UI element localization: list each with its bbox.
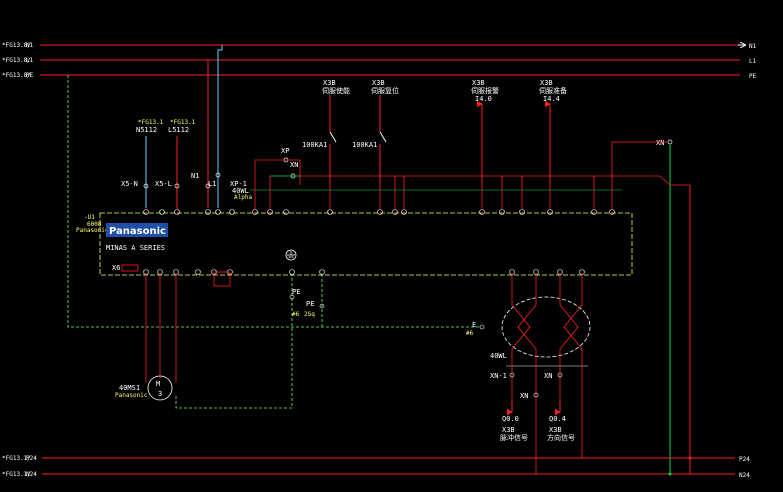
ground-icon [285,249,297,261]
rail-pe: *FG13.8/ PE PE [2,72,757,80]
rail-n1-label: N1 [26,42,34,49]
signal-enable-text: 伺服使能 [322,86,350,95]
rail-p24: *FG13.1/ P24 P24 [2,455,750,463]
rail-l1: *FG13.8/ L1 L1 [2,57,757,65]
terminal-xp1: XP-1 [230,180,247,188]
rail-pe-label: PE [26,72,34,79]
pe1-sub: #6 [292,311,300,318]
signal-direction-text: 方向信号 [547,433,575,442]
terminal-n1: N1 [191,172,199,180]
rail-n24: *FG13.1/ N24 N24 [2,471,750,479]
signal-pulse-text: 脉冲信号 [500,433,528,442]
rail-l1-ref: *FG13.8/ [2,57,31,64]
drive-tag: -U1 [84,214,95,221]
encoder-xn2: XN [520,392,528,400]
feed-n5112-ref: *FG13.1 [138,119,164,126]
signal-reset-tag: X3B [372,79,385,87]
signal-direction-addr: Q0.4 [549,415,566,423]
feed-l5112: *FG13.1 L5112 [168,119,196,208]
motor-tag: 40MS1 [119,384,140,392]
signal-alarm-text: 伺服报警 [471,86,499,95]
pe2-sub: 2Sq [304,311,315,318]
rail-l1-label-right: L1 [749,58,757,65]
terminal-x5l: X5-L [155,180,172,188]
relay-a-label: 100KA1 [302,141,327,149]
rail-pe-ref: *FG13.8/ [2,72,31,79]
signal-direction-tag: X3B [549,426,562,434]
motor-phase: 3 [158,390,162,398]
motor-symbol: M [156,380,160,388]
pe2-label: PE [306,300,314,308]
encoder-xn3: XN [544,372,552,380]
rail-n24-label-right: N24 [739,472,750,479]
terminal-40wl-sub: Alpha [234,194,252,201]
encoder-tag: 40WL [490,352,507,360]
drive-tag-sub: 6008 [87,221,102,228]
signal-servo-reset: X3B 伺服复位 [371,79,399,95]
signal-servo-ready: X3B 伺服准备 I4.4 [539,79,567,185]
signal-pulse: Q0.0 X3B 脉冲信号 [500,400,528,442]
signal-ready-tag: X3B [540,79,553,87]
terminal-xn-right: XN [656,139,664,147]
relay-100ka1-a: 100KA1 [302,95,337,185]
signal-alarm-tag: X3B [472,79,485,87]
terminal-l1: L1 [208,180,216,188]
signal-reset-text: 伺服复位 [371,86,399,95]
pe-return-wire [67,75,480,328]
rail-n24-label: N24 [26,471,37,478]
rail-n1-ref: *FG13.8/ [2,42,31,49]
signal-pulse-tag: X3B [502,426,515,434]
rail-n24-ref: *FG13.1/ [2,471,31,478]
x6-connector [121,264,139,272]
motor-maker: Panasonic [115,392,148,399]
e-label: E [472,321,476,329]
terminal-row-top [143,209,615,215]
rail-p24-label: P24 [26,455,37,462]
rail-n1-label-right: N1 [749,43,757,50]
n1-drop-wire [217,45,223,208]
encoder-cable [501,274,591,358]
drive-tag-maker: Panasonic [76,227,109,234]
feed-n5112: *FG13.1 N5112 [136,119,164,208]
rail-pe-label-right: PE [749,73,757,80]
rail-n1: *FG13.8/ N1 N1 [2,42,757,50]
servo-drive-box: -U1 6008 Panasonic Panasonic MINAS A SER… [76,212,633,276]
encoder-xn1: XN-1 [490,372,507,380]
relay-100ka1-b: 100KA1 [352,95,387,185]
terminal-xn: XN [290,161,298,169]
rail-l1-label: L1 [26,57,34,64]
rail-p24-ref: *FG13.1/ [2,455,31,462]
feed-n5112-label: N5112 [136,126,157,134]
feed-l5112-label: L5112 [168,126,189,134]
terminal-x5n: X5-N [121,180,138,188]
panasonic-logo [106,223,168,237]
signal-ready-addr: I4.4 [543,95,560,103]
terminal-xp: XP [281,147,289,155]
drive-brand: Panasonic [109,226,166,237]
drive-x6-label: X6 [112,264,120,272]
motor-40ms1: M 3 40MS1 Panasonic [115,375,173,401]
feed-l5112-ref: *FG13.1 [170,119,196,126]
drive-series: MINAS A SERIES [106,244,165,252]
terminal-40wl: 40WL [232,187,249,195]
pe1-label: PE [292,288,300,296]
signal-alarm-addr: I4.0 [475,95,492,103]
terminal-row-bottom [143,269,585,275]
motor-icon [147,375,173,401]
signal-servo-alarm: X3B 伺服报警 I4.0 [471,79,499,185]
relay-b-label: 100KA1 [352,141,377,149]
rail-p24-label-right: P24 [739,456,750,463]
signal-ready-text: 伺服准备 [539,86,567,95]
signal-direction: Q0.4 X3B 方向信号 [547,400,575,442]
signal-servo-enable: X3B 伺服使能 [322,79,350,95]
signal-pulse-addr: Q0.0 [502,415,519,423]
signal-enable-tag: X3B [323,79,336,87]
e-sub: #6 [466,330,474,337]
